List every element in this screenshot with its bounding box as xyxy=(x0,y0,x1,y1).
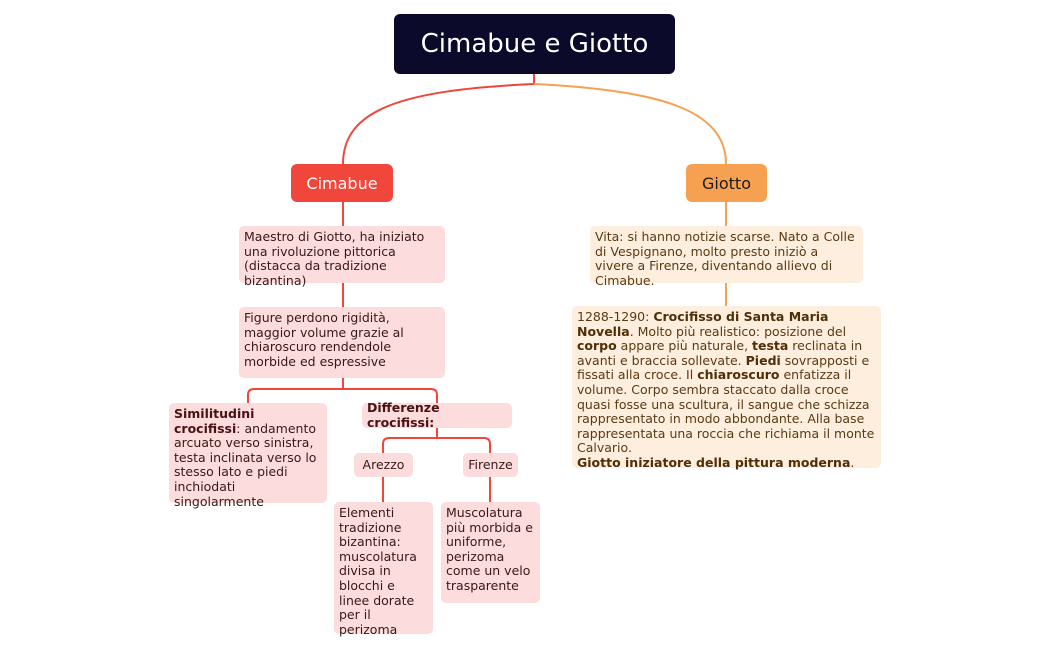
card-cimabue-figure-text: Figure perdono rigidità, maggior volume … xyxy=(244,310,404,369)
card-firenze-text[interactable]: Muscolatura più morbida e uniforme, peri… xyxy=(441,502,540,603)
crocifisso-bold-3: testa xyxy=(752,338,789,354)
card-giotto-vita[interactable]: Vita: si hanno notizie scarse. Nato a Co… xyxy=(590,226,863,288)
root-title: Cimabue e Giotto xyxy=(420,29,649,59)
branch-cimabue-label: Cimabue xyxy=(306,173,378,193)
giotto-vita-text: Vita: si hanno notizie scarse. Nato a Co… xyxy=(595,229,855,288)
firenze-description: Muscolatura più morbida e uniforme, peri… xyxy=(446,505,533,593)
card-similitudini[interactable]: Similitudini crocifissi: andamento arcua… xyxy=(169,403,327,508)
card-arezzo[interactable]: Arezzo xyxy=(354,453,413,477)
arezzo-label: Arezzo xyxy=(362,456,405,472)
card-arezzo-text[interactable]: Elementi tradizione bizantina: muscolatu… xyxy=(334,502,433,637)
card-cimabue-intro-text: Maestro di Giotto, ha iniziato una rivol… xyxy=(244,229,425,288)
root-topic[interactable]: Cimabue e Giotto xyxy=(394,14,675,74)
crocifisso-text-4: reclinata in avanti e braccia sollevate. xyxy=(577,338,863,368)
firenze-label: Firenze xyxy=(468,456,513,472)
card-cimabue-figure[interactable]: Figure perdono rigidità, maggior volume … xyxy=(239,307,445,378)
connector-root-giotto xyxy=(533,83,727,165)
card-firenze[interactable]: Firenze xyxy=(463,453,518,477)
crocifisso-bold-5: chiaroscuro xyxy=(697,367,780,383)
crocifisso-bold-6: Giotto iniziatore della pittura moderna xyxy=(577,454,851,470)
connector-figure-split xyxy=(247,378,438,403)
crocifisso-bold-4: Piedi xyxy=(745,352,781,368)
crocifisso-bold-1: Crocifisso di Santa Maria Novella xyxy=(577,309,829,339)
crocifisso-text-7: . xyxy=(850,454,855,470)
crocifisso-text-5: sovrapposti e fissati alla croce. Il xyxy=(577,352,870,383)
branch-cimabue[interactable]: Cimabue xyxy=(291,164,393,202)
crocifisso-text-2: . Molto più realistico: posizione del xyxy=(629,323,847,339)
differenze-title: Differenze crocifissi: xyxy=(367,399,440,430)
card-differenze[interactable]: Differenze crocifissi: xyxy=(362,399,512,430)
card-cimabue-intro[interactable]: Maestro di Giotto, ha iniziato una rivol… xyxy=(239,226,445,288)
branch-giotto-label: Giotto xyxy=(702,173,751,193)
connector-root-cimabue xyxy=(342,74,535,165)
card-giotto-crocifisso[interactable]: 1288-1290: Crocifisso di Santa Maria Nov… xyxy=(572,306,881,470)
crocifisso-text-6: enfatizza il volume. Corpo sembra stacca… xyxy=(577,367,875,456)
crocifisso-text-1: 1288-1290: xyxy=(577,309,654,324)
crocifisso-text-3: appare più naturale, xyxy=(616,338,753,354)
arezzo-description: Elementi tradizione bizantina: muscolatu… xyxy=(339,505,417,637)
similitudini-title: Similitudini crocifissi xyxy=(174,406,255,436)
branch-giotto[interactable]: Giotto xyxy=(686,164,767,202)
connector-differenze-split xyxy=(382,428,491,453)
similitudini-text: : andamento arcuato verso sinistra, test… xyxy=(174,420,317,509)
crocifisso-bold-2: corpo xyxy=(577,338,617,354)
